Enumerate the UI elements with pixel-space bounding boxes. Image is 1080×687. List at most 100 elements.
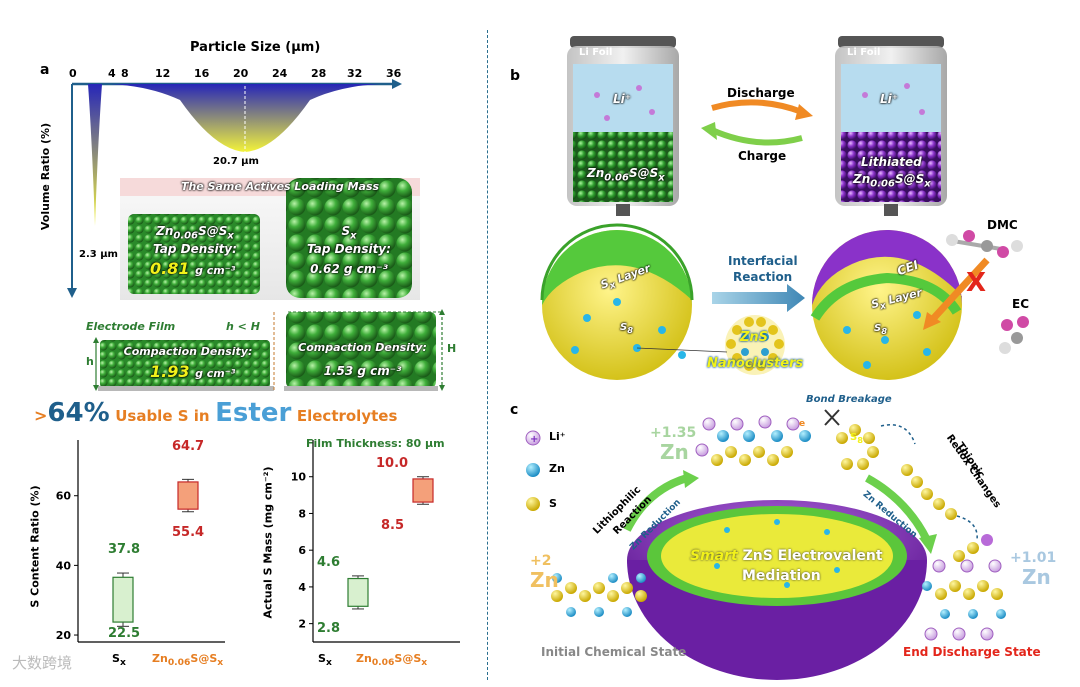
c1-cat-sx: Sx xyxy=(112,652,126,669)
battery-cell-2 xyxy=(835,36,947,216)
x-tick-24: 24 xyxy=(272,67,288,80)
c1-box-1 xyxy=(177,481,199,510)
peak-small-label: 2.3 μm xyxy=(79,249,118,260)
c2-min2: 8.5 xyxy=(381,518,405,533)
c2-cat-sx: Sx xyxy=(318,652,332,669)
box2-title: Sx xyxy=(341,224,357,242)
svg-text:+: + xyxy=(530,434,538,445)
c1-cat-zn: Zn0.06S@Sx xyxy=(152,652,224,669)
s8-bond-label: S8 xyxy=(850,432,863,445)
smart-zns-bowl xyxy=(627,500,927,680)
c2-cat-zn: Zn0.06S@Sx xyxy=(356,652,428,669)
c2-ytick-label-0: 2 xyxy=(298,618,306,631)
c2-min1: 2.8 xyxy=(317,621,341,636)
ox-zn-101: Zn xyxy=(1022,565,1051,589)
box2-tap-label: Tap Density: xyxy=(307,242,391,256)
cell1-material: Zn0.06S@Sx xyxy=(587,166,665,184)
battery-cell-1 xyxy=(567,36,679,216)
smart-zns-line1: Smart ZnS Electrovalent xyxy=(690,548,883,564)
panel-divider xyxy=(487,30,488,680)
film1-label: Compaction Density: xyxy=(123,345,253,358)
chart2-ylabel: Actual S Mass (mg cm⁻²) xyxy=(261,466,275,619)
h-label: h xyxy=(86,355,94,368)
zn-particles-cube xyxy=(128,214,260,294)
ox-state-2: +2 xyxy=(530,553,552,569)
li-foil-1: Li Foil xyxy=(579,47,613,58)
particle-size-distribution xyxy=(67,79,445,392)
electron-label: e xyxy=(799,419,806,429)
c2-ytick-label-1: 4 xyxy=(298,581,306,594)
c1-max1: 37.8 xyxy=(108,542,141,557)
c1-max2: 64.7 xyxy=(172,439,205,454)
interfacial-label: Interfacial xyxy=(728,254,798,268)
panel-c-letter: c xyxy=(510,402,519,418)
ox-state-101: +1.01 xyxy=(1010,550,1057,566)
x-tick-36: 36 xyxy=(386,67,402,80)
li-ion-label-2: Li⁺ xyxy=(880,92,899,106)
ox-zn-135: Zn xyxy=(660,440,689,464)
charge-label: Charge xyxy=(738,149,787,163)
panel-b-c-graphics: + xyxy=(525,36,1029,680)
film2-label: Compaction Density: xyxy=(298,341,427,354)
usable-s-headline: >64% Usable S in Ester Electrolytes xyxy=(34,398,398,428)
legend-zn: Zn xyxy=(549,462,565,475)
c1-box-0 xyxy=(112,576,134,623)
bond-breakage-label: Bond Breakage xyxy=(806,394,892,405)
li-s-pair xyxy=(953,534,993,562)
end-state-label: End Discharge State xyxy=(903,645,1041,659)
box2-tap-value: 0.62 g cm⁻³ xyxy=(310,262,388,276)
y-axis-title: Volume Ratio (%) xyxy=(39,122,53,231)
small-peak xyxy=(84,84,102,226)
box1-tap-value: 0.81 g cm⁻³ xyxy=(150,259,236,278)
block-x-mark: X xyxy=(966,268,987,298)
x-tick-4: 4 xyxy=(108,67,116,80)
lithiated-label: Lithiated xyxy=(861,155,922,169)
c1-min2: 55.4 xyxy=(172,525,205,540)
x-tick-20: 20 xyxy=(233,67,249,80)
x-tick-0: 0 xyxy=(69,67,77,80)
h-compare-label: h < H xyxy=(226,320,260,333)
actual-s-mass-chart: 2 4 6 8 10 xyxy=(291,440,460,643)
electrode-film-2 xyxy=(286,312,436,388)
c2-max1: 4.6 xyxy=(317,555,341,570)
li-foil-2: Li Foil xyxy=(847,47,881,58)
nanoclusters-label: Nanoclusters xyxy=(707,356,804,371)
s8-label-2: S8 xyxy=(874,323,887,336)
film-thickness-label: Film Thickness: 80 μm xyxy=(306,437,445,450)
s8-ring xyxy=(836,424,879,470)
sx-particles-cube xyxy=(286,178,412,298)
li-ion-label-1: Li⁺ xyxy=(613,92,632,106)
legend-s: S xyxy=(549,497,557,510)
c1-ytick-label-0: 20 xyxy=(56,629,72,642)
electrode-film-1 xyxy=(100,340,270,388)
particle-size-axis-title: Particle Size (μm) xyxy=(190,40,321,55)
x-tick-12: 12 xyxy=(155,67,171,80)
sx-layer-circle xyxy=(540,223,694,380)
ox-zn-2: Zn xyxy=(530,568,559,592)
panel-a-letter: a xyxy=(40,62,50,78)
film1-value: 1.93 g cm⁻³ xyxy=(150,362,236,381)
cei-circle xyxy=(810,230,962,380)
panel-b-letter: b xyxy=(510,68,521,84)
c1-ytick-label-1: 40 xyxy=(56,559,72,572)
c2-ytick-label-4: 10 xyxy=(291,471,307,484)
c1-ytick-label-2: 60 xyxy=(56,490,72,503)
c2-ytick-label-2: 6 xyxy=(298,544,306,557)
discharge-label: Discharge xyxy=(727,86,795,100)
box1-tap-label: Tap Density: xyxy=(153,242,237,256)
s8-label-1: S8 xyxy=(620,322,633,335)
x-tick-16: 16 xyxy=(194,67,210,80)
redox-chain xyxy=(901,464,957,520)
x-tick-8: 8 xyxy=(121,67,129,80)
dmc-label: DMC xyxy=(987,218,1018,232)
s-content-ratio-chart: 20 40 60 xyxy=(56,440,225,643)
same-loading-banner: The Same Actives Loading Mass xyxy=(180,180,380,193)
zns-nanocluster xyxy=(725,315,785,375)
chart1-ylabel: S Content Ratio (%) xyxy=(28,485,42,608)
watermark: 大数跨境 xyxy=(12,654,73,672)
lithiated-chain-top xyxy=(695,415,811,466)
c2-ytick-label-3: 8 xyxy=(298,507,306,520)
x-tick-28: 28 xyxy=(311,67,327,80)
initial-chain xyxy=(551,573,647,617)
film2-value: 1.53 g cm⁻³ xyxy=(323,364,402,378)
